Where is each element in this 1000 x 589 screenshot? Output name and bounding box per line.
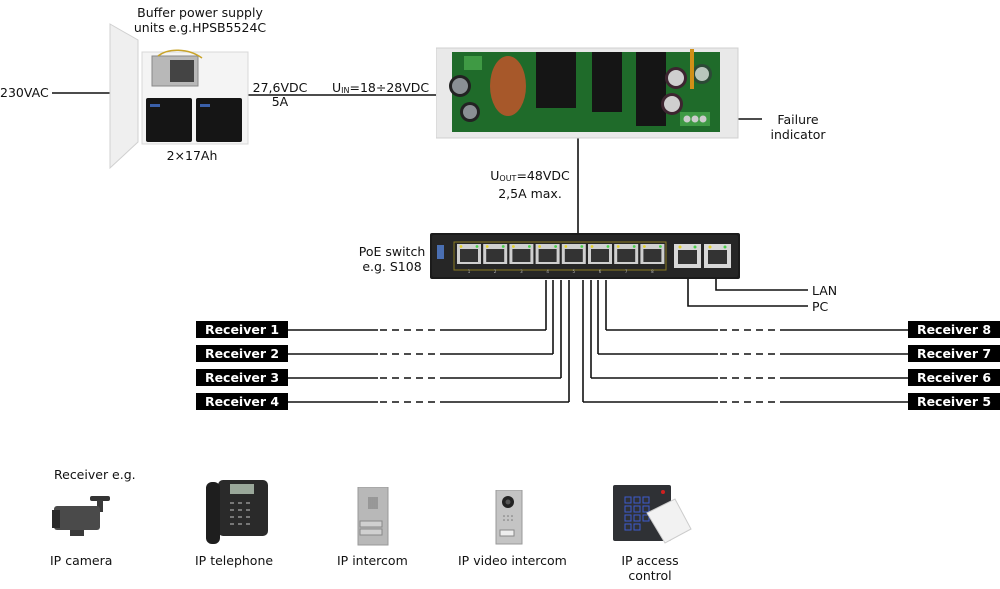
switch-port-number: 5	[573, 269, 576, 274]
port-link-led	[512, 245, 515, 248]
port-poe-led	[659, 245, 662, 248]
switch-port-socket	[460, 249, 478, 262]
ip-camera-icon	[52, 496, 110, 536]
receiver-5-label: Receiver 5	[908, 393, 1000, 410]
port-poe-led	[606, 245, 610, 248]
dashed-segments	[380, 329, 781, 403]
example-label-ip-camera: IP camera	[50, 553, 113, 568]
switch-port-number: 7	[625, 269, 628, 274]
receiver-3-label: Receiver 3	[196, 369, 288, 386]
port-link-led	[538, 245, 541, 248]
converter-output-label: UOUT=48VDC 2,5A max.	[490, 168, 570, 201]
switch-port-socket	[643, 249, 662, 262]
receiver-8-label: Receiver 8	[908, 321, 1000, 338]
failure-indicator-label: Failure indicator	[770, 112, 826, 142]
example-label-ip-telephone: IP telephone	[195, 553, 274, 568]
port-poe-led	[501, 245, 505, 248]
poe-switch-icon: 1 2 3 4 5 6 7 8	[430, 233, 740, 279]
examples-heading: Receiver e.g.	[54, 467, 136, 482]
ip-telephone-icon	[206, 480, 268, 544]
switch-port-number: 3	[520, 269, 523, 274]
ip-intercom-icon	[357, 487, 389, 546]
receiver-6-label: Receiver 6	[908, 369, 1000, 386]
switch-port-socket	[538, 249, 557, 262]
pc-wire	[687, 268, 808, 307]
switch-caption: PoE switch e.g. S108	[358, 244, 426, 274]
example-label-ip-video-intercom: IP video intercom	[458, 553, 567, 568]
port-poe-led	[580, 245, 584, 248]
switch-port-number: 6	[599, 269, 602, 274]
switch-port-socket	[591, 249, 609, 262]
switch-port-socket	[486, 249, 505, 262]
port-poe-led	[475, 245, 479, 248]
port-link-led	[459, 245, 463, 248]
port-poe-led	[554, 245, 557, 248]
pc-label: PC	[812, 299, 829, 314]
switch-port-socket	[512, 249, 531, 262]
example-label-ip-intercom: IP intercom	[337, 553, 408, 568]
psu-output-label: 27,6VDC 5A	[252, 80, 308, 109]
port-link-led	[564, 245, 568, 248]
example-label-ip-access-control: IP access control	[621, 553, 679, 583]
receiver-4-label: Receiver 4	[196, 393, 288, 410]
port-poe-led	[632, 245, 636, 248]
receiver-2-label: Receiver 2	[196, 345, 288, 362]
buffer-power-supply-icon	[109, 23, 249, 170]
switch-port-socket	[617, 249, 636, 262]
receiver-7-label: Receiver 7	[908, 345, 1000, 362]
switch-port-socket	[564, 249, 583, 262]
psu-caption: Buffer power supply units e.g.HPSB5524C	[133, 5, 267, 35]
switch-port-number: 8	[651, 269, 654, 274]
converter-input-label: UIN=18÷28VDC	[332, 80, 430, 95]
port-poe-led	[528, 245, 531, 248]
dc-dc-converter-icon	[436, 47, 739, 139]
ip-video-intercom-icon	[495, 490, 523, 545]
ip-access-control-icon	[613, 485, 692, 544]
port-link-led	[590, 245, 594, 248]
switch-port-number: 4	[546, 269, 549, 274]
lan-label: LAN	[812, 283, 838, 298]
battery-label: 2×17Ah	[166, 148, 218, 163]
receiver-1-label: Receiver 1	[196, 321, 288, 338]
ac-input-label: 230VAC	[0, 85, 49, 100]
port-link-led	[485, 245, 489, 248]
switch-port-number: 1	[468, 269, 471, 274]
switch-ports: 1 2 3 4 5 6 7 8	[457, 244, 665, 274]
port-link-led	[643, 245, 646, 248]
switch-port-number: 2	[494, 269, 497, 274]
port-link-led	[616, 245, 620, 248]
